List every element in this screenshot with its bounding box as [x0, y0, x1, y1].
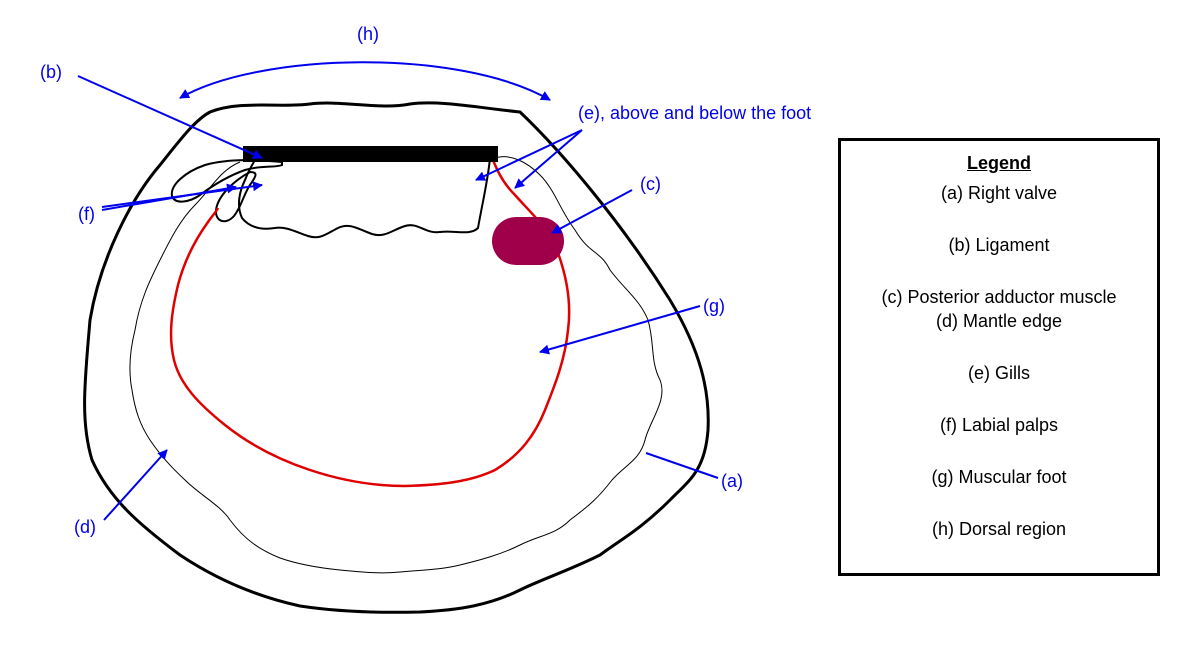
legend-item-a: (a) Right valve: [940, 183, 1058, 203]
legend-item-h: (h) Dorsal region: [931, 519, 1067, 539]
legend-title: Legend: [966, 153, 1031, 173]
legend-item-c: (c) Posterior adductor muscle: [881, 287, 1117, 307]
legend-item-b: (b) Ligament: [948, 235, 1050, 255]
muscular-foot: [169, 147, 571, 488]
label-c: (c): [640, 174, 661, 194]
label-g: (g): [703, 296, 725, 316]
arrow-f-2: [101, 181, 263, 208]
mantle-edge: [129, 156, 663, 574]
label-d: (d): [74, 517, 96, 537]
arrow-d: [103, 449, 168, 521]
arrow-c: [551, 189, 633, 234]
dorsal-region-arrow: [179, 61, 551, 101]
legend-item-d: (d) Mantle edge: [935, 311, 1063, 331]
line-a: [645, 452, 719, 479]
label-f: (f): [78, 204, 95, 224]
label-a: (a): [721, 471, 743, 491]
labial-palp-loop: [214, 170, 257, 223]
legend-item-e: (e) Gills: [968, 363, 1030, 383]
arrow-e-2: [514, 129, 583, 189]
label-e: (e), above and below the foot: [578, 103, 811, 123]
legend: Legend (a) Right valve (b) Ligament (c) …: [838, 138, 1160, 576]
legend-list: (a) Right valve (b) Ligament (c) Posteri…: [841, 182, 1157, 540]
legend-item-g: (g) Muscular foot: [931, 467, 1067, 487]
arrow-g: [539, 305, 701, 355]
arrow-e-1: [475, 129, 583, 181]
posterior-adductor-muscle: [492, 217, 564, 265]
legend-item-f: (f) Labial palps: [939, 415, 1059, 435]
labial-palps: [170, 159, 283, 203]
arrow-b: [77, 75, 263, 159]
ligament: [243, 146, 498, 162]
right-valve-outline: [83, 101, 710, 614]
label-h: (h): [357, 24, 379, 44]
gills: [237, 157, 492, 239]
label-b: (b): [40, 62, 62, 82]
